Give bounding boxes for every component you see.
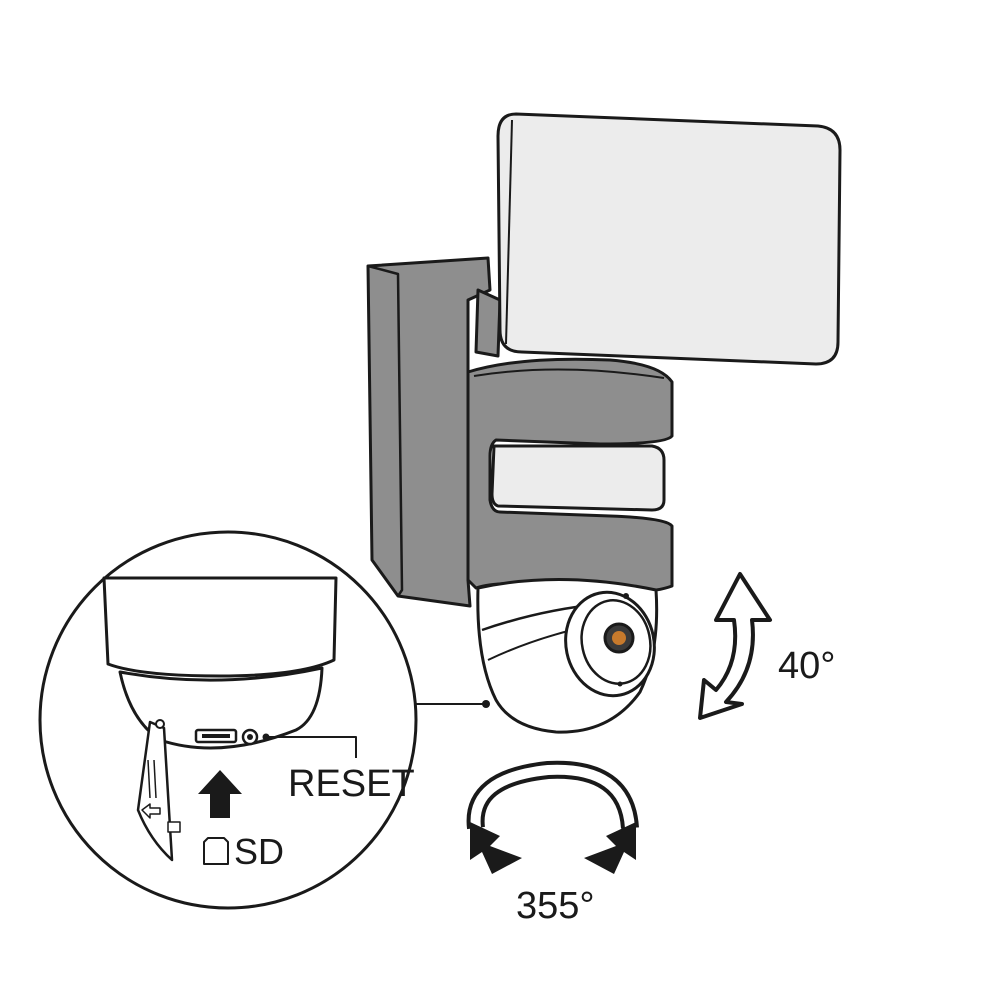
camera-lens [612,631,626,645]
reset-leader-dot [262,733,270,741]
flap-hinge [155,719,165,729]
sd-label: SD [234,831,284,872]
reset-button-core [247,734,253,740]
flap-tab [167,821,181,833]
housing-top-highlight [473,368,665,379]
flap-grip-2 [153,759,157,799]
camera-sensor-dot-2 [617,681,623,687]
tilt-arrow-icon [698,572,772,720]
detail-callout [38,530,418,910]
rotation-angle-label: 355° [516,885,595,927]
mounting-plate-edge [367,264,404,597]
flap-grip-1 [147,759,151,799]
led-panel-inner-edge [505,119,513,345]
reset-label: RESET [288,763,415,805]
sd-card-icon [203,837,229,865]
flap-arrow-icon [141,803,161,819]
sd-slot-inner [202,734,230,738]
floodlight-unit [366,112,842,734]
detail-housing [102,576,338,678]
neck [474,288,502,358]
light-slot [490,444,666,512]
rotation-arrow-icon [466,760,639,874]
up-arrow-icon [198,770,242,818]
led-panel [496,112,842,366]
tilt-angle-label: 40° [778,645,835,687]
reset-leader [266,736,357,758]
callout-leader-dot [482,700,490,708]
camera-sensor-dot [623,593,629,599]
